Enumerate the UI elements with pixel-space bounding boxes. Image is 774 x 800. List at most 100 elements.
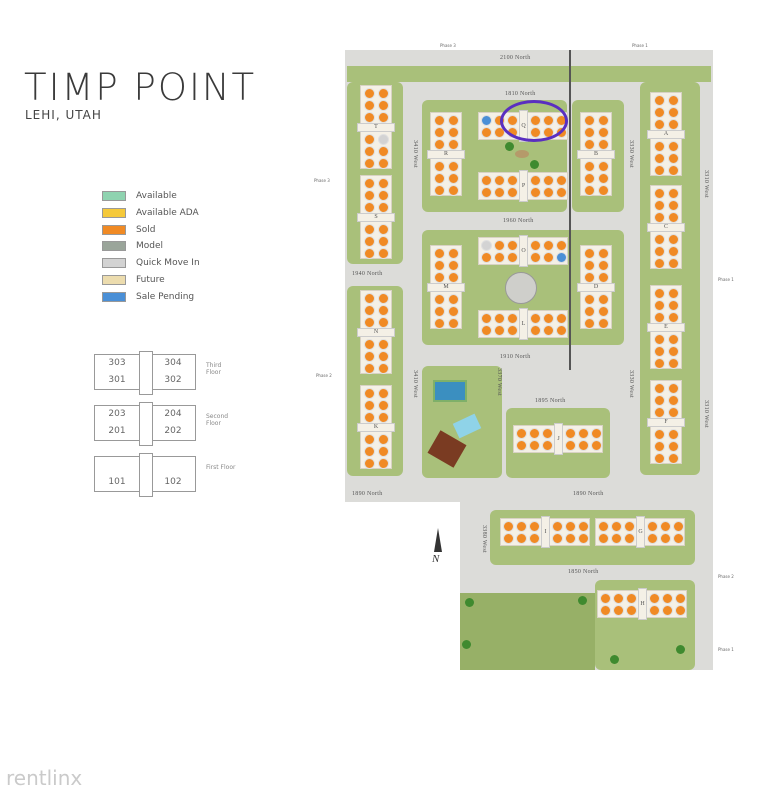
unit-marker[interactable] <box>673 521 684 532</box>
unit-marker[interactable] <box>654 246 665 257</box>
unit-marker[interactable] <box>626 593 637 604</box>
unit-marker[interactable] <box>364 88 375 99</box>
unit-marker[interactable] <box>448 185 459 196</box>
unit-marker[interactable] <box>552 533 563 544</box>
unit-marker[interactable] <box>598 521 609 532</box>
unit-marker[interactable] <box>600 605 611 616</box>
unit-marker[interactable] <box>578 440 589 451</box>
unit-marker[interactable] <box>378 305 389 316</box>
unit-marker[interactable] <box>364 248 375 259</box>
unit-marker[interactable] <box>481 127 492 138</box>
unit-marker[interactable] <box>507 252 518 263</box>
unit-marker[interactable] <box>673 533 684 544</box>
building-i[interactable]: I <box>500 516 590 548</box>
unit-marker[interactable] <box>378 446 389 457</box>
building-k[interactable]: K <box>357 385 395 469</box>
unit-marker[interactable] <box>654 200 665 211</box>
unit-marker[interactable] <box>364 339 375 350</box>
unit-marker[interactable] <box>378 202 389 213</box>
unit-marker[interactable] <box>624 521 635 532</box>
unit-marker[interactable] <box>647 521 658 532</box>
unit-marker[interactable] <box>378 339 389 350</box>
unit-marker[interactable] <box>378 248 389 259</box>
unit-marker[interactable] <box>660 521 671 532</box>
unit-marker[interactable] <box>598 139 609 150</box>
unit-marker[interactable] <box>668 395 679 406</box>
unit-marker[interactable] <box>584 139 595 150</box>
unit-marker[interactable] <box>494 175 505 186</box>
unit-marker[interactable] <box>364 317 375 328</box>
unit-marker[interactable] <box>552 521 563 532</box>
unit-marker[interactable] <box>543 252 554 263</box>
unit-marker[interactable] <box>598 127 609 138</box>
unit-marker[interactable] <box>598 306 609 317</box>
unit-marker[interactable] <box>448 272 459 283</box>
unit-marker[interactable] <box>378 134 389 145</box>
unit-marker[interactable] <box>507 325 518 336</box>
unit-marker[interactable] <box>556 252 567 263</box>
unit-marker[interactable] <box>378 224 389 235</box>
unit-marker[interactable] <box>654 212 665 223</box>
unit-marker[interactable] <box>647 533 658 544</box>
unit-marker[interactable] <box>654 334 665 345</box>
unit-marker[interactable] <box>654 234 665 245</box>
unit-marker[interactable] <box>448 248 459 259</box>
unit-marker[interactable] <box>378 434 389 445</box>
unit-marker[interactable] <box>598 272 609 283</box>
unit-marker[interactable] <box>668 153 679 164</box>
unit-marker[interactable] <box>565 521 576 532</box>
unit-marker[interactable] <box>364 190 375 201</box>
unit-marker[interactable] <box>434 294 445 305</box>
unit-marker[interactable] <box>584 161 595 172</box>
building-m[interactable]: M <box>427 245 465 329</box>
unit-marker[interactable] <box>668 246 679 257</box>
unit-marker[interactable] <box>584 185 595 196</box>
unit-marker[interactable] <box>668 407 679 418</box>
unit-marker[interactable] <box>598 318 609 329</box>
unit-marker[interactable] <box>668 119 679 130</box>
unit-marker[interactable] <box>364 100 375 111</box>
unit-marker[interactable] <box>364 351 375 362</box>
unit-marker[interactable] <box>364 224 375 235</box>
unit-marker[interactable] <box>654 312 665 323</box>
unit-marker[interactable] <box>584 127 595 138</box>
unit-marker[interactable] <box>613 605 624 616</box>
unit-marker[interactable] <box>364 305 375 316</box>
unit-marker[interactable] <box>434 185 445 196</box>
building-t[interactable]: T <box>357 85 395 169</box>
unit-marker[interactable] <box>378 412 389 423</box>
unit-marker[interactable] <box>448 306 459 317</box>
building-f[interactable]: F <box>647 380 685 464</box>
unit-marker[interactable] <box>364 293 375 304</box>
unit-marker[interactable] <box>654 383 665 394</box>
building-e[interactable]: E <box>647 285 685 369</box>
unit-marker[interactable] <box>503 533 514 544</box>
unit-marker[interactable] <box>611 521 622 532</box>
unit-marker[interactable] <box>481 115 492 126</box>
building-s[interactable]: S <box>357 175 395 259</box>
unit-marker[interactable] <box>543 325 554 336</box>
unit-marker[interactable] <box>675 605 686 616</box>
unit-marker[interactable] <box>364 112 375 123</box>
unit-marker[interactable] <box>448 115 459 126</box>
unit-marker[interactable] <box>654 429 665 440</box>
unit-marker[interactable] <box>598 161 609 172</box>
unit-marker[interactable] <box>542 428 553 439</box>
unit-marker[interactable] <box>654 300 665 311</box>
unit-marker[interactable] <box>668 441 679 452</box>
unit-marker[interactable] <box>364 412 375 423</box>
unit-marker[interactable] <box>481 252 492 263</box>
unit-marker[interactable] <box>660 533 671 544</box>
unit-marker[interactable] <box>434 115 445 126</box>
unit-marker[interactable] <box>434 248 445 259</box>
unit-marker[interactable] <box>668 188 679 199</box>
unit-marker[interactable] <box>556 325 567 336</box>
building-b[interactable]: B <box>577 112 615 196</box>
unit-marker[interactable] <box>654 441 665 452</box>
building-c[interactable]: C <box>647 185 685 269</box>
unit-marker[interactable] <box>530 187 541 198</box>
unit-marker[interactable] <box>434 161 445 172</box>
unit-marker[interactable] <box>556 313 567 324</box>
unit-marker[interactable] <box>364 158 375 169</box>
unit-marker[interactable] <box>378 400 389 411</box>
